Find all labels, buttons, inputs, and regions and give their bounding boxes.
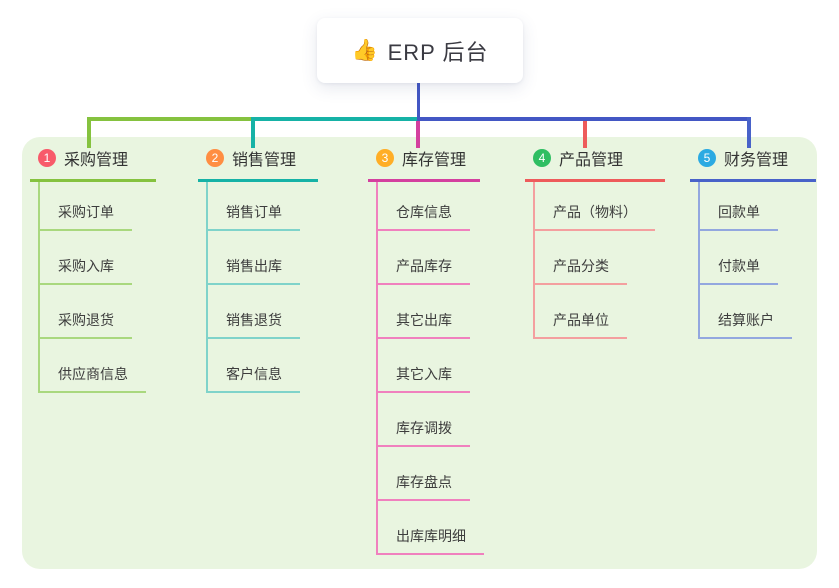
- branch-purchase: 1 采购管理 采购订单采购入库采购退货供应商信息: [30, 146, 156, 393]
- item-label: 销售出库: [206, 256, 300, 285]
- item-label: 回款单: [698, 202, 778, 231]
- root-node: 👍 ERP 后台: [317, 18, 523, 83]
- item-label: 采购入库: [38, 256, 132, 285]
- item-label: 销售订单: [206, 202, 300, 231]
- item-label: 产品单位: [533, 310, 627, 339]
- connector-stub-inventory: [416, 121, 420, 148]
- item-label: 其它入库: [376, 364, 470, 393]
- connector-root-drop: [417, 83, 420, 119]
- mindmap-item: 采购订单: [38, 182, 156, 231]
- branch-items-finance: 回款单付款单结算账户: [698, 182, 816, 339]
- item-label: 库存盘点: [376, 472, 470, 501]
- branch-vertical-line: [38, 182, 40, 393]
- mindmap-item: 其它出库: [376, 285, 480, 339]
- badge-3: 3: [376, 149, 394, 167]
- mindmap-item: 产品分类: [533, 231, 665, 285]
- item-label: 付款单: [698, 256, 778, 285]
- item-label: 产品分类: [533, 256, 627, 285]
- connector-horizontal-purchase: [87, 117, 253, 121]
- branch-label: 采购管理: [64, 152, 129, 169]
- item-label: 客户信息: [206, 364, 300, 393]
- branch-header-finance: 5 财务管理: [690, 146, 816, 182]
- branch-items-product: 产品（物料） 产品分类产品单位: [533, 182, 665, 339]
- connector-stub-finance: [747, 117, 751, 148]
- branch-items-inventory: 仓库信息产品库存其它出库其它入库库存调拨库存盘点出库库明细: [376, 182, 484, 555]
- branch-vertical-line: [698, 182, 700, 339]
- item-label: 销售退货: [206, 310, 300, 339]
- item-label: 产品库存: [376, 256, 470, 285]
- mindmap-item: 回款单: [698, 182, 816, 231]
- connector-stub-sales: [251, 117, 255, 148]
- mindmap-item: 结算账户: [698, 285, 816, 339]
- badge-4: 4: [533, 149, 551, 167]
- item-label: 供应商信息: [38, 364, 146, 393]
- mindmap-item: 产品库存: [376, 231, 480, 285]
- item-label: 结算账户: [698, 310, 792, 339]
- connector-horizontal-sales: [253, 117, 417, 121]
- mindmap-item: 客户信息: [206, 339, 318, 393]
- item-label: 其它出库: [376, 310, 470, 339]
- branch-label: 产品管理: [559, 152, 624, 169]
- branches-panel: [22, 137, 817, 569]
- branch-product: 4 产品管理 产品（物料） 产品分类产品单位: [525, 146, 665, 339]
- branch-label: 销售管理: [232, 152, 297, 169]
- mindmap-item: 产品单位: [533, 285, 665, 339]
- mindmap-item: 供应商信息: [38, 339, 156, 393]
- branch-vertical-line: [376, 182, 378, 555]
- branch-vertical-line: [533, 182, 535, 339]
- item-label: 仓库信息: [376, 202, 470, 231]
- mindmap-item: 销售出库: [206, 231, 318, 285]
- connector-stub-product: [583, 121, 587, 148]
- mindmap-item: 采购入库: [38, 231, 156, 285]
- thumbs-up-icon: 👍: [351, 39, 378, 62]
- mindmap-item: 库存盘点: [376, 447, 480, 501]
- mindmap-item: 销售订单: [206, 182, 318, 231]
- mindmap-item: 采购退货: [38, 285, 156, 339]
- item-label: 出库库明细: [376, 526, 484, 555]
- connector-horizontal-finance: [417, 117, 751, 121]
- branch-items-sales: 销售订单销售出库销售退货客户信息: [206, 182, 318, 393]
- root-label: ERP 后台: [387, 39, 489, 65]
- branch-sales: 2 销售管理 销售订单销售出库销售退货客户信息: [198, 146, 318, 393]
- branch-header-product: 4 产品管理: [525, 146, 665, 182]
- badge-2: 2: [206, 149, 224, 167]
- branch-header-purchase: 1 采购管理: [30, 146, 156, 182]
- branch-header-inventory: 3 库存管理: [368, 146, 480, 182]
- item-label: 产品（物料）: [533, 202, 655, 231]
- branch-finance: 5 财务管理 回款单付款单结算账户: [690, 146, 816, 339]
- mindmap-item: 仓库信息: [376, 182, 480, 231]
- branch-header-sales: 2 销售管理: [198, 146, 318, 182]
- branch-inventory: 3 库存管理 仓库信息产品库存其它出库其它入库库存调拨库存盘点出库库明细: [368, 146, 484, 555]
- branch-items-purchase: 采购订单采购入库采购退货供应商信息: [38, 182, 156, 393]
- badge-5: 5: [698, 149, 716, 167]
- mindmap-item: 付款单: [698, 231, 816, 285]
- item-label: 采购退货: [38, 310, 132, 339]
- branch-vertical-line: [206, 182, 208, 393]
- mindmap-item: 库存调拨: [376, 393, 480, 447]
- connector-stub-purchase: [87, 117, 91, 148]
- mindmap-item: 销售退货: [206, 285, 318, 339]
- mindmap-item: 其它入库: [376, 339, 480, 393]
- mindmap-item: 产品（物料）: [533, 182, 665, 231]
- item-label: 采购订单: [38, 202, 132, 231]
- badge-1: 1: [38, 149, 56, 167]
- branch-label: 财务管理: [724, 152, 789, 169]
- branch-label: 库存管理: [402, 152, 467, 169]
- item-label: 库存调拨: [376, 418, 470, 447]
- mindmap-item: 出库库明细: [376, 501, 484, 555]
